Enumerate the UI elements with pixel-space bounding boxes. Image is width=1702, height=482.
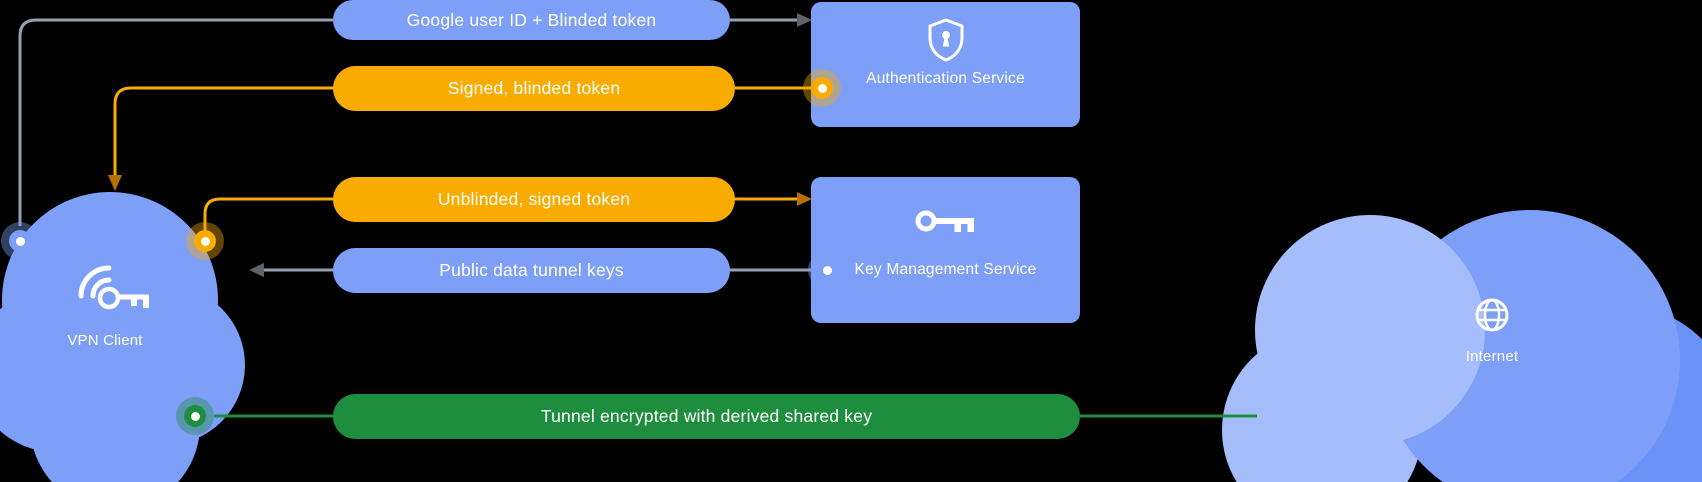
flow-pill-label: Google user ID + Blinded token <box>406 9 657 30</box>
vpn-client-label: VPN Client <box>67 332 143 349</box>
authentication-service-node: Authentication Service <box>811 2 1080 127</box>
internet-cloud-shape <box>1255 215 1485 445</box>
wifi-key-icon <box>78 265 149 310</box>
internet-label: Internet <box>1465 348 1519 365</box>
flow-pill-public-data-tunnel-keys: Public data tunnel keys <box>333 248 730 293</box>
flow-line-google-user-id <box>18 13 812 226</box>
arrowhead <box>797 192 812 206</box>
arrowhead <box>108 175 122 191</box>
dot-core <box>15 236 25 246</box>
shield-keyhole-icon <box>928 18 963 62</box>
flow-line-unblinded-signed-token <box>203 192 812 231</box>
connector-dot-kms-publickeys <box>808 251 846 289</box>
flow-pill-unblinded-signed-token: Unblinded, signed token <box>333 177 735 222</box>
arrowhead <box>797 13 812 27</box>
dot-core <box>200 236 210 246</box>
authentication-service-label: Authentication Service <box>866 70 1025 87</box>
key-icon <box>915 210 974 232</box>
connector-dot-vpn-auth <box>1 222 39 260</box>
flow-pill-label: Signed, blinded token <box>447 78 621 98</box>
dot-core <box>817 83 827 93</box>
vpn-client-shape <box>30 340 200 482</box>
flow-line-public-data-tunnel-keys <box>249 263 827 277</box>
connector-dot-vpn-tunnel <box>176 397 214 435</box>
flow-pill-label: Public data tunnel keys <box>439 260 624 280</box>
flow-pill-encrypted-tunnel: Tunnel encrypted with derived shared key <box>333 394 1080 439</box>
flow-pill-signed-blinded-token: Signed, blinded token <box>333 66 735 111</box>
connector-dot-vpn-unblinded <box>186 222 224 260</box>
flow-pill-label: Tunnel encrypted with derived shared key <box>540 406 873 426</box>
key-management-service-label: Key Management Service <box>854 261 1037 278</box>
key-management-service-node: Key Management Service <box>811 177 1080 323</box>
flow-line-signed-blinded-token <box>108 86 822 191</box>
dot-core <box>190 411 200 421</box>
globe-icon <box>1475 298 1509 332</box>
flow-pill-google-user-id: Google user ID + Blinded token <box>333 0 730 40</box>
arrowhead <box>249 263 264 277</box>
flow-pill-label: Unblinded, signed token <box>437 189 631 209</box>
connector-dot-auth-signed <box>803 69 841 107</box>
dot-core <box>822 265 832 275</box>
